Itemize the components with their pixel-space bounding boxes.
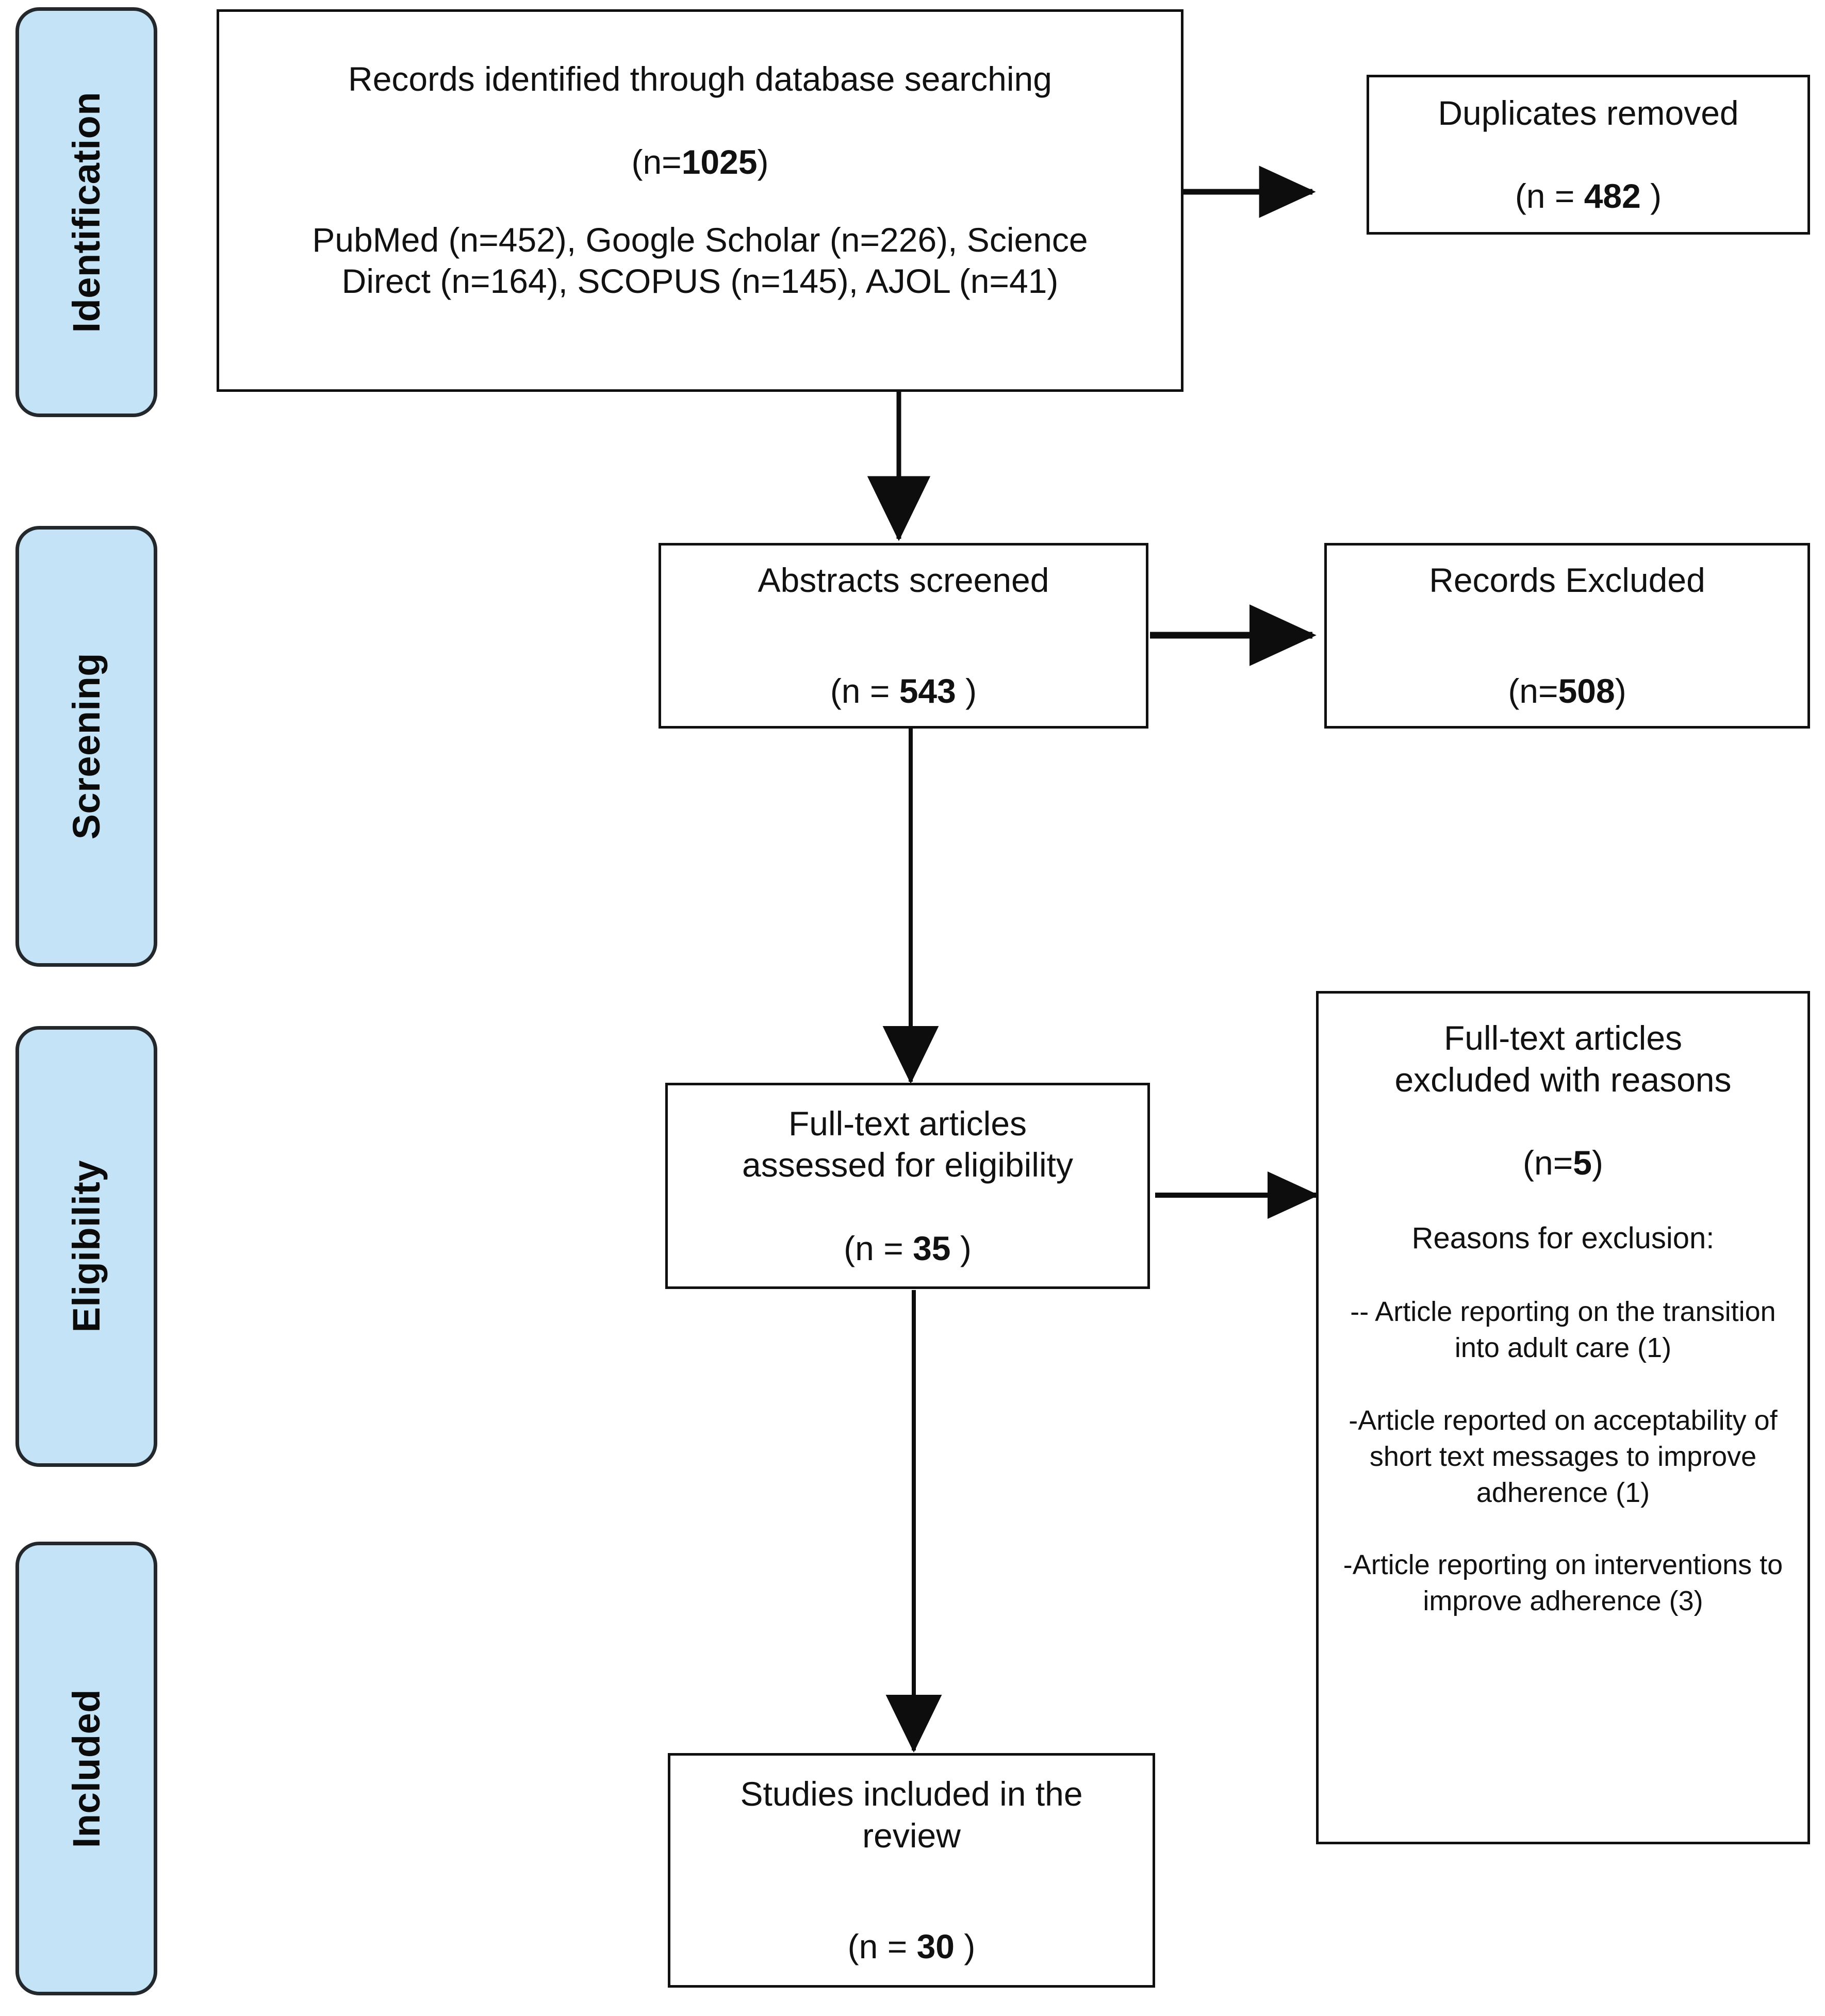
records-identified-sources-line-1: PubMed (n=452), Google Scholar (n=226), … bbox=[312, 220, 1088, 259]
duplicates-removed-title: Duplicates removed bbox=[1438, 94, 1739, 133]
fulltext-assessed-title-line-2: assessed for eligibility bbox=[742, 1146, 1073, 1184]
count-value: 482 bbox=[1584, 177, 1641, 216]
stage-included: Included bbox=[15, 1542, 157, 1995]
abstracts-screened-title: Abstracts screened bbox=[758, 561, 1049, 600]
count-value: 543 bbox=[899, 672, 956, 710]
studies-included-title-line-2: review bbox=[862, 1816, 961, 1855]
stage-label-identification: Identification bbox=[65, 91, 108, 333]
records-identified-count: (n=1025) bbox=[631, 100, 768, 183]
count-prefix: (n = bbox=[847, 1927, 917, 1966]
box-abstracts-screened: Abstracts screened (n = 543 ) bbox=[659, 543, 1148, 729]
fulltext-excluded-title-line-2: excluded with reasons bbox=[1394, 1060, 1732, 1099]
fulltext-assessed-count: (n = 35 ) bbox=[844, 1186, 972, 1269]
stage-screening: Screening bbox=[15, 526, 157, 967]
fulltext-excluded-count: (n=5) bbox=[1523, 1100, 1603, 1183]
count-prefix: (n= bbox=[1508, 672, 1558, 710]
count-prefix: (n = bbox=[1515, 177, 1584, 216]
stage-identification: Identification bbox=[15, 7, 157, 417]
count-value: 508 bbox=[1558, 672, 1615, 710]
studies-included-count: (n = 30 ) bbox=[848, 1885, 976, 1968]
box-records-excluded: Records Excluded (n=508) bbox=[1324, 543, 1810, 729]
box-records-identified: Records identified through database sear… bbox=[217, 9, 1183, 392]
count-suffix: ) bbox=[1615, 672, 1626, 710]
box-fulltext-excluded-reasons: Full-text articles excluded with reasons… bbox=[1316, 991, 1810, 1844]
reasons-heading: Reasons for exclusion: bbox=[1411, 1221, 1715, 1255]
count-value: 1025 bbox=[681, 143, 758, 181]
records-identified-sources-line-2: Direct (n=164), SCOPUS (n=145), AJOL (n=… bbox=[341, 262, 1059, 301]
duplicates-removed-count: (n = 482 ) bbox=[1515, 134, 1662, 217]
records-excluded-title: Records Excluded bbox=[1429, 561, 1705, 600]
records-identified-title: Records identified through database sear… bbox=[348, 60, 1052, 98]
box-duplicates-removed: Duplicates removed (n = 482 ) bbox=[1367, 75, 1810, 235]
fulltext-excluded-title-line-1: Full-text articles bbox=[1443, 1019, 1683, 1057]
count-suffix: ) bbox=[955, 1927, 976, 1966]
stage-label-eligibility: Eligibility bbox=[65, 1160, 108, 1333]
count-suffix: ) bbox=[1640, 177, 1662, 216]
count-suffix: ) bbox=[1591, 1143, 1603, 1182]
records-excluded-count: (n=508) bbox=[1508, 629, 1626, 712]
count-prefix: (n = bbox=[844, 1229, 913, 1267]
reason-item-3: -Article reporting on interventions to i… bbox=[1343, 1549, 1783, 1617]
box-fulltext-assessed: Full-text articles assessed for eligibil… bbox=[665, 1083, 1150, 1289]
stage-eligibility: Eligibility bbox=[15, 1026, 157, 1467]
count-suffix: ) bbox=[950, 1229, 972, 1267]
count-suffix: ) bbox=[956, 672, 977, 710]
count-prefix: (n= bbox=[1523, 1143, 1573, 1182]
count-prefix: (n = bbox=[830, 672, 899, 710]
count-value: 30 bbox=[916, 1927, 955, 1966]
stage-label-screening: Screening bbox=[65, 653, 108, 840]
count-value: 5 bbox=[1573, 1143, 1592, 1182]
studies-included-title-line-1: Studies included in the bbox=[740, 1775, 1083, 1813]
reason-item-2: -Article reported on acceptability of sh… bbox=[1349, 1404, 1778, 1509]
reason-item-1: -- Article reporting on the transition i… bbox=[1350, 1296, 1776, 1364]
box-studies-included: Studies included in the review (n = 30 ) bbox=[668, 1753, 1155, 1988]
count-suffix: ) bbox=[757, 143, 769, 181]
count-value: 35 bbox=[913, 1229, 951, 1267]
fulltext-assessed-title-line-1: Full-text articles bbox=[788, 1104, 1027, 1143]
count-prefix: (n= bbox=[631, 143, 682, 181]
abstracts-screened-count: (n = 543 ) bbox=[830, 629, 977, 712]
stage-label-included: Included bbox=[65, 1689, 108, 1848]
